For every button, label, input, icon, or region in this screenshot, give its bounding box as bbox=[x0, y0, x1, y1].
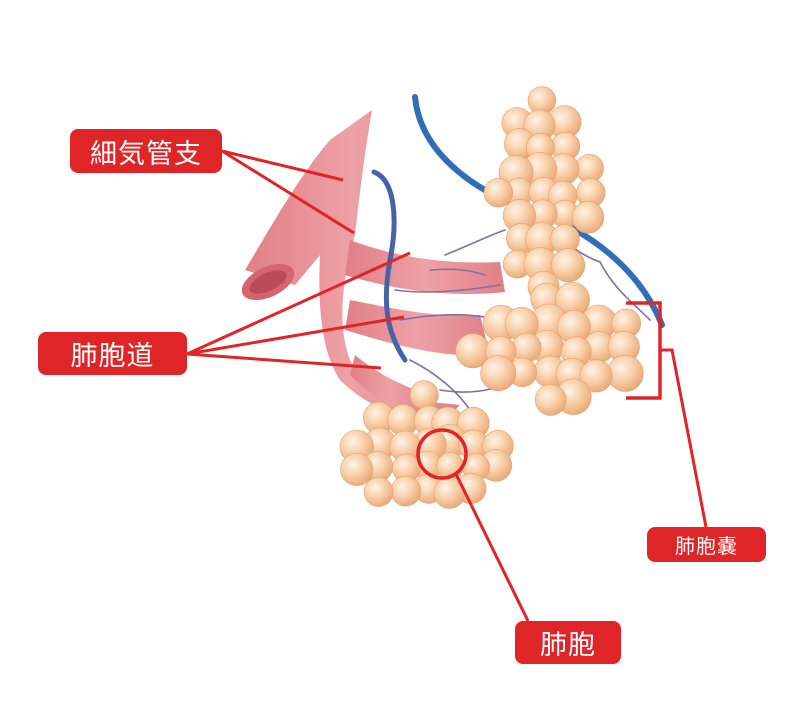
duct-lower bbox=[350, 355, 430, 420]
alveolus-sphere bbox=[363, 476, 394, 507]
alveolus-sphere bbox=[480, 355, 517, 392]
leader-lines bbox=[186, 149, 708, 622]
duct-upper bbox=[345, 240, 505, 295]
alveolar-clusters bbox=[339, 86, 644, 509]
alveolus-sphere bbox=[551, 248, 586, 283]
alveolus-sphere bbox=[511, 332, 542, 363]
leader-duct-1 bbox=[186, 251, 411, 356]
airway-tree bbox=[241, 110, 505, 425]
leader-alveolus bbox=[454, 473, 530, 622]
label-alveolus: 肺胞 bbox=[515, 621, 621, 664]
duct-middle bbox=[345, 300, 490, 356]
leader-duct-3 bbox=[186, 352, 382, 370]
alveolus-sphere bbox=[409, 380, 439, 410]
leader-alveolar-sac bbox=[660, 348, 708, 528]
alveolus-sphere bbox=[483, 178, 514, 208]
alveolus-sphere bbox=[534, 384, 567, 416]
alveolar-cluster bbox=[483, 86, 606, 303]
alveolus-sphere bbox=[390, 475, 422, 507]
label-alveolar-duct: 肺胞道 bbox=[38, 332, 187, 375]
alveolar-cluster bbox=[455, 281, 644, 416]
alveolus-sphere bbox=[606, 354, 644, 392]
alveolus-highlight-ring bbox=[416, 428, 468, 480]
leader-bronchiole-1 bbox=[221, 149, 344, 182]
vein-main bbox=[371, 169, 408, 363]
label-alveolar-sac: 肺胞嚢 bbox=[647, 527, 766, 562]
alveolus-sphere bbox=[340, 452, 374, 486]
alveolus-sphere bbox=[571, 201, 605, 234]
leader-duct-2 bbox=[186, 315, 405, 356]
alveolus-sphere bbox=[579, 359, 613, 393]
label-bronchiole: 細気管支 bbox=[70, 129, 222, 173]
bronchiole-trunk bbox=[245, 110, 460, 425]
leader-bronchiole-2 bbox=[221, 149, 355, 235]
